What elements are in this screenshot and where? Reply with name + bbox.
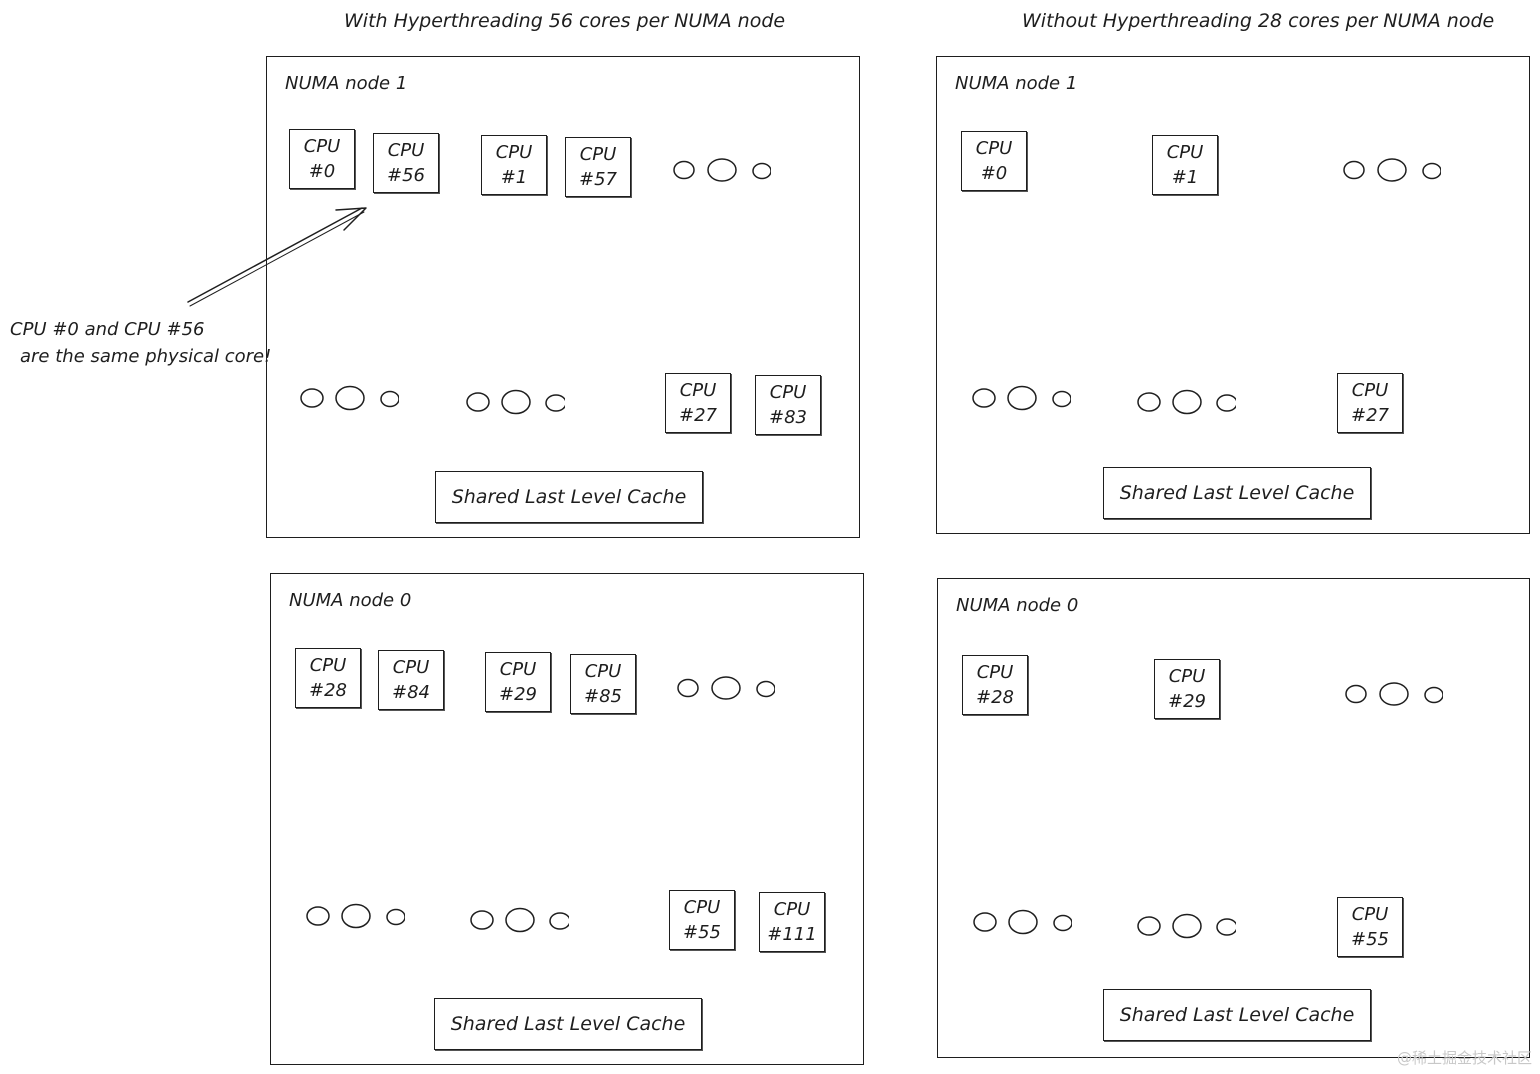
heading-without-hyperthreading: Without Hyperthreading 28 cores per NUMA…	[1022, 10, 1495, 32]
cpu-label: CPU	[679, 380, 717, 401]
cpu-box: CPU #29	[1154, 659, 1220, 719]
annotation-line-1: CPU #0 and CPU #56	[10, 319, 205, 340]
cpu-label: CPU	[392, 657, 430, 678]
cpu-number: #1	[500, 167, 528, 188]
cpu-label: CPU	[579, 144, 617, 165]
cpu-number: #27	[679, 405, 717, 426]
ellipsis-circles	[306, 903, 405, 929]
cpu-label: CPU	[976, 662, 1014, 683]
numa-node-1-with-ht: NUMA node 1 CPU #0 CPU #56 CPU #1 CPU #5…	[266, 56, 860, 538]
cpu-number: #56	[387, 165, 425, 186]
cpu-box: CPU #28	[295, 648, 361, 708]
cpu-box: CPU #0	[289, 129, 355, 189]
ellipsis-circles	[677, 676, 775, 700]
cpu-label: CPU	[309, 655, 347, 676]
annotation-text: CPU #0 and CPU #56 are the same physical…	[10, 316, 271, 370]
watermark: @稀土掘金技术社区	[1396, 1049, 1532, 1067]
cpu-number: #27	[1351, 405, 1389, 426]
numa-node-title: NUMA node 1	[955, 73, 1078, 94]
ellipsis-circles	[1137, 913, 1236, 939]
ellipsis-circles	[673, 158, 771, 182]
cpu-number: #57	[579, 169, 617, 190]
cpu-number: #28	[976, 687, 1014, 708]
ellipsis-circles	[470, 907, 569, 933]
cpu-label: CPU	[769, 382, 807, 403]
cpu-label: CPU	[387, 140, 425, 161]
cpu-box: CPU #1	[481, 135, 547, 195]
cpu-box: CPU #55	[669, 890, 735, 950]
cpu-number: #84	[392, 682, 430, 703]
cpu-label: CPU	[584, 661, 622, 682]
numa-node-title: NUMA node 0	[289, 590, 412, 611]
cpu-box: CPU #56	[373, 133, 439, 193]
cpu-box: CPU #28	[962, 655, 1028, 715]
cpu-box: CPU #84	[378, 650, 444, 710]
cpu-box: CPU #57	[565, 137, 631, 197]
numa-node-0-with-ht: NUMA node 0 CPU #28 CPU #84 CPU #29 CPU …	[270, 573, 864, 1065]
ellipsis-circles	[466, 389, 565, 415]
cpu-box: CPU #0	[961, 131, 1027, 191]
cpu-label: CPU	[1166, 142, 1204, 163]
cpu-number: #55	[1351, 929, 1389, 950]
numa-node-1-without-ht: NUMA node 1 CPU #0 CPU #1 CPU #27 Shared…	[936, 56, 1530, 534]
shared-last-level-cache: Shared Last Level Cache	[434, 998, 702, 1050]
cpu-box: CPU #1	[1152, 135, 1218, 195]
cpu-box: CPU #111	[759, 892, 825, 952]
ellipsis-circles	[1345, 682, 1443, 706]
cpu-number: #28	[309, 680, 347, 701]
numa-node-title: NUMA node 1	[285, 73, 408, 94]
cpu-label: CPU	[495, 142, 533, 163]
cpu-box: CPU #55	[1337, 897, 1403, 957]
cpu-label: CPU	[303, 136, 341, 157]
numa-node-title: NUMA node 0	[956, 595, 1079, 616]
cpu-number: #29	[499, 684, 537, 705]
cpu-number: #111	[767, 924, 817, 945]
cpu-label: CPU	[683, 897, 721, 918]
ellipsis-circles	[973, 909, 1072, 935]
cpu-number: #83	[769, 407, 807, 428]
heading-with-hyperthreading: With Hyperthreading 56 cores per NUMA no…	[344, 10, 786, 32]
numa-node-0-without-ht: NUMA node 0 CPU #28 CPU #29 CPU #55 Shar…	[937, 578, 1530, 1058]
cpu-box: CPU #27	[665, 373, 731, 433]
cpu-label: CPU	[1351, 904, 1389, 925]
ellipsis-circles	[1343, 158, 1441, 182]
cpu-label: CPU	[1168, 666, 1206, 687]
cpu-box: CPU #29	[485, 652, 551, 712]
cpu-number: #0	[980, 163, 1008, 184]
cpu-number: #29	[1168, 691, 1206, 712]
ellipsis-circles	[972, 385, 1071, 411]
cpu-number: #1	[1171, 167, 1199, 188]
cpu-label: CPU	[1351, 380, 1389, 401]
annotation-line-2: are the same physical core!	[20, 346, 272, 367]
cpu-number: #85	[584, 686, 622, 707]
cpu-box: CPU #27	[1337, 373, 1403, 433]
cpu-box: CPU #83	[755, 375, 821, 435]
cpu-label: CPU	[975, 138, 1013, 159]
ellipsis-circles	[1137, 389, 1236, 415]
shared-last-level-cache: Shared Last Level Cache	[1103, 467, 1371, 519]
cpu-label: CPU	[499, 659, 537, 680]
cpu-box: CPU #85	[570, 654, 636, 714]
cpu-label: CPU	[773, 899, 811, 920]
shared-last-level-cache: Shared Last Level Cache	[435, 471, 703, 523]
cpu-number: #55	[683, 922, 721, 943]
ellipsis-circles	[300, 385, 399, 411]
shared-last-level-cache: Shared Last Level Cache	[1103, 989, 1371, 1041]
cpu-number: #0	[308, 161, 336, 182]
